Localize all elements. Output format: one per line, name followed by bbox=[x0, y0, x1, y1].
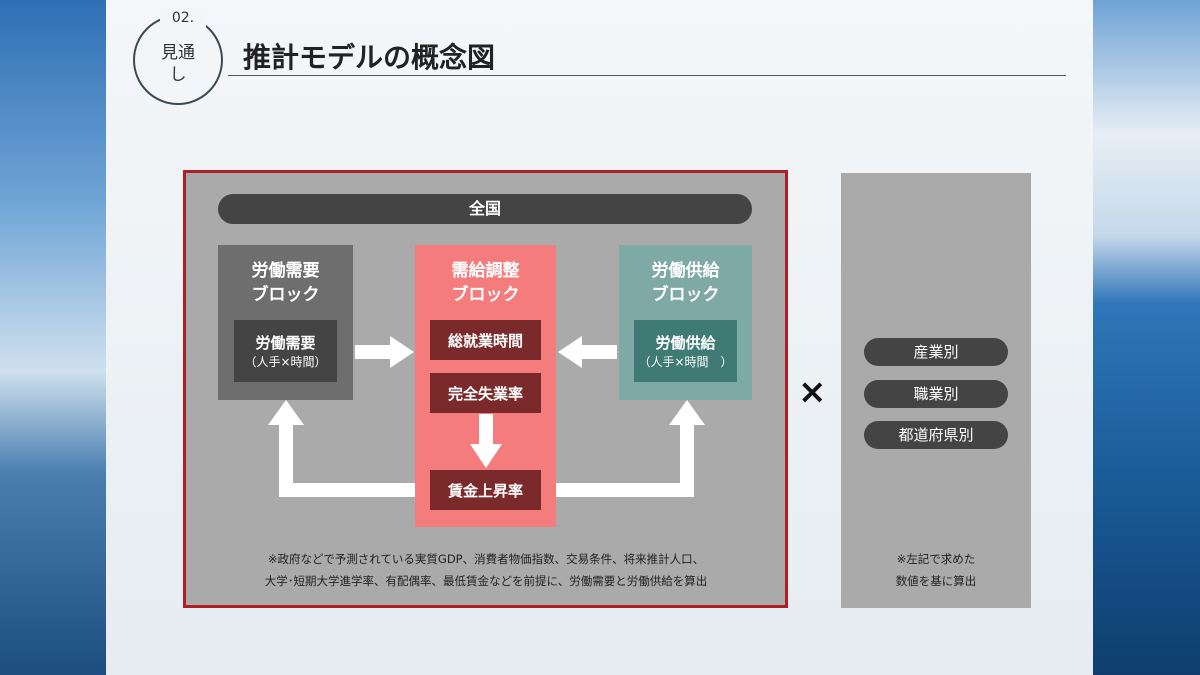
adjustment-title2: ブロック bbox=[451, 285, 520, 305]
supply-title2: ブロック bbox=[651, 285, 720, 305]
model-note-line1: ※政府などで予測されている実質GDP、消費者物価指数、交易条件、将来推計人口、 bbox=[267, 552, 705, 566]
adjustment-title1: 需給調整 bbox=[451, 261, 520, 281]
national-label: 全国 bbox=[218, 194, 752, 224]
section-label-line1: 見通 bbox=[161, 43, 195, 63]
demand-inner-box: 労働需要 （人手×時間） bbox=[234, 320, 337, 382]
supply-inner-label: 労働供給 bbox=[655, 334, 716, 352]
page-title: 推計モデルの概念図 bbox=[243, 41, 496, 74]
supply-inner-box: 労働供給 （人手×時間 ） bbox=[634, 320, 737, 382]
arrow-return-right-icon bbox=[556, 400, 705, 497]
demand-inner-label: 労働需要 bbox=[255, 334, 316, 352]
arrow-left-icon bbox=[558, 336, 617, 368]
multiply-icon: × bbox=[798, 372, 827, 412]
supply-inner-sub: （人手×時間 ） bbox=[638, 355, 733, 369]
breakdown-note-line1: ※左記で求めた bbox=[896, 552, 976, 566]
background-photo-left bbox=[0, 0, 106, 675]
arrow-down-icon bbox=[470, 414, 502, 468]
demand-title1: 労働需要 bbox=[251, 261, 320, 281]
adjustment-item: 完全失業率 bbox=[430, 373, 541, 413]
adjustment-item: 賃金上昇率 bbox=[430, 470, 541, 510]
section-label: 見通し bbox=[133, 42, 223, 86]
section-label-line2: し bbox=[169, 65, 187, 85]
model-note: ※政府などで予測されている実質GDP、消費者物価指数、交易条件、将来推計人口、 … bbox=[186, 548, 786, 592]
background-photo-right bbox=[1093, 0, 1200, 675]
breakdown-note: ※左記で求めた 数値を基に算出 bbox=[841, 548, 1031, 592]
breakdown-industry: 産業別 bbox=[864, 338, 1008, 366]
breakdown-note-line2: 数値を基に算出 bbox=[895, 574, 977, 588]
section-number: 02. bbox=[160, 10, 206, 30]
breakdown-prefecture: 都道府県別 bbox=[864, 421, 1008, 449]
model-note-line2: 大学･短期大学進学率、有配偶率、最低賃金などを前提に、労働需要と労働供給を算出 bbox=[264, 574, 708, 588]
demand-inner-sub: （人手×時間） bbox=[244, 355, 327, 369]
adjustment-item: 総就業時間 bbox=[430, 320, 541, 360]
arrow-return-left-icon bbox=[268, 400, 415, 497]
section-badge bbox=[133, 15, 223, 105]
title-divider bbox=[228, 75, 1066, 76]
arrow-right-icon bbox=[355, 336, 414, 368]
breakdown-occupation: 職業別 bbox=[864, 380, 1008, 408]
supply-title1: 労働供給 bbox=[651, 261, 720, 281]
demand-title2: ブロック bbox=[251, 285, 320, 305]
